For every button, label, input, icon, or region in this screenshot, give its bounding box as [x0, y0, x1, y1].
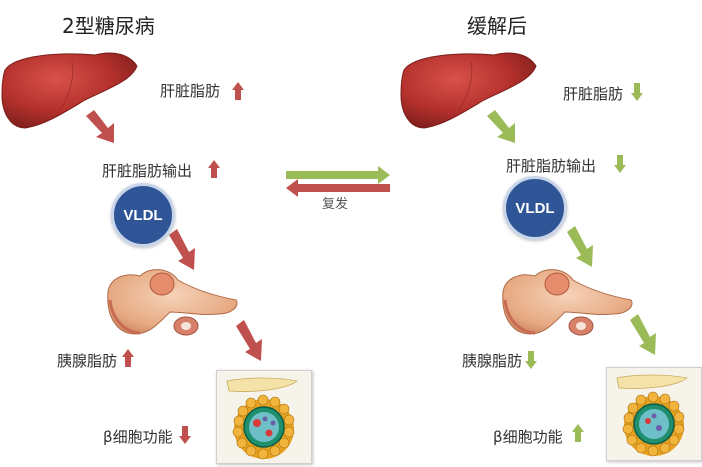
left-beta-cell-label: β细胞功能: [103, 428, 173, 446]
down-arrow-icon: [179, 426, 191, 444]
left-pancreas: [107, 269, 238, 336]
left-pancreas-fat-label: 胰腺脂肪: [57, 352, 118, 370]
left-liver: [1, 52, 138, 129]
right-title: 缓解后: [467, 14, 527, 38]
right-vldl-circle: VLDL: [503, 176, 567, 240]
up-arrow-icon: [122, 349, 134, 367]
arrow-liver-to-export: [86, 110, 114, 143]
left-flow-arrows: [86, 110, 262, 361]
right-beta-cell-label: β细胞功能: [493, 428, 563, 446]
down-arrow-icon: [631, 83, 643, 101]
right-trend-arrows: [525, 83, 643, 442]
right-beta-cell-image: [606, 367, 702, 461]
down-arrow-icon: [525, 351, 537, 369]
left-trend-arrows: [122, 82, 244, 444]
up-arrow-icon: [208, 160, 220, 178]
down-arrow-icon: [614, 155, 626, 173]
left-liver-fat-label: 肝脏脂肪: [160, 82, 221, 100]
left-vldl-circle: VLDL: [111, 183, 175, 247]
arrow-vldl-to-pancreas: [169, 229, 195, 270]
arrow-vldl-to-pancreas-green: [567, 226, 593, 267]
right-flow-arrows: [487, 110, 656, 355]
up-arrow-icon: [232, 82, 244, 100]
left-beta-cell-image: [216, 370, 312, 464]
arrow-pancreas-to-cell: [236, 320, 262, 361]
right-pancreas-fat-label: 胰腺脂肪: [462, 352, 523, 370]
up-arrow-icon: [572, 424, 584, 442]
right-liver: [400, 52, 537, 129]
arrow-relapse: [286, 179, 390, 197]
relapse-label: 复发: [322, 197, 349, 212]
arrow-remission: [286, 166, 390, 184]
arrow-liver-to-export-green: [487, 110, 515, 143]
arrow-pancreas-to-cell-green: [630, 314, 656, 355]
right-liver-fat-label: 肝脏脂肪: [563, 85, 624, 103]
right-liver-fat-export-label: 肝脏脂肪输出: [506, 157, 597, 175]
left-liver-fat-export-label: 肝脏脂肪输出: [102, 162, 193, 180]
right-pancreas: [502, 269, 633, 336]
left-title: 2型糖尿病: [62, 14, 155, 38]
middle-arrows: [286, 166, 390, 197]
